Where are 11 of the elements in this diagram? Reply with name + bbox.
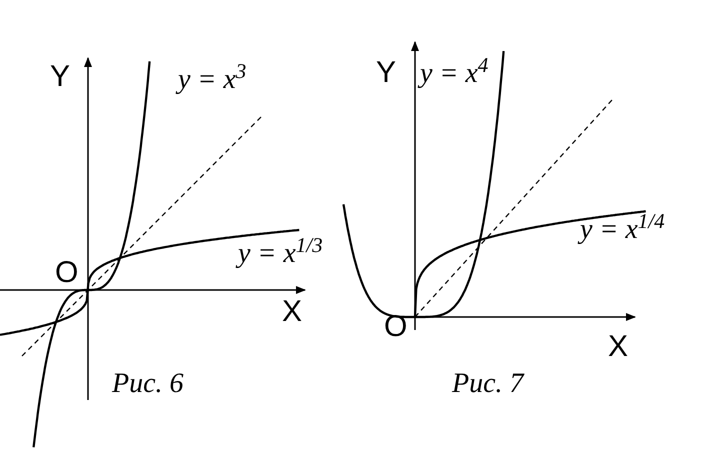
axis-label: Рис. 6 bbox=[112, 370, 184, 398]
axis-label: Рис. 7 bbox=[452, 370, 524, 398]
axis-label: y = x$^{1/3}$ bbox=[238, 240, 323, 268]
axis-label: X bbox=[282, 297, 302, 327]
axis-label: Y bbox=[376, 58, 396, 88]
axis-label: X bbox=[608, 332, 628, 362]
axis-label: O bbox=[55, 258, 78, 288]
axis-label: y = x$^{3}$ bbox=[178, 66, 246, 94]
axis-label: y = x$^{1/4}$ bbox=[580, 216, 665, 244]
axis-label: Y bbox=[50, 62, 70, 92]
axis-label: y = x$^{4}$ bbox=[420, 60, 488, 88]
